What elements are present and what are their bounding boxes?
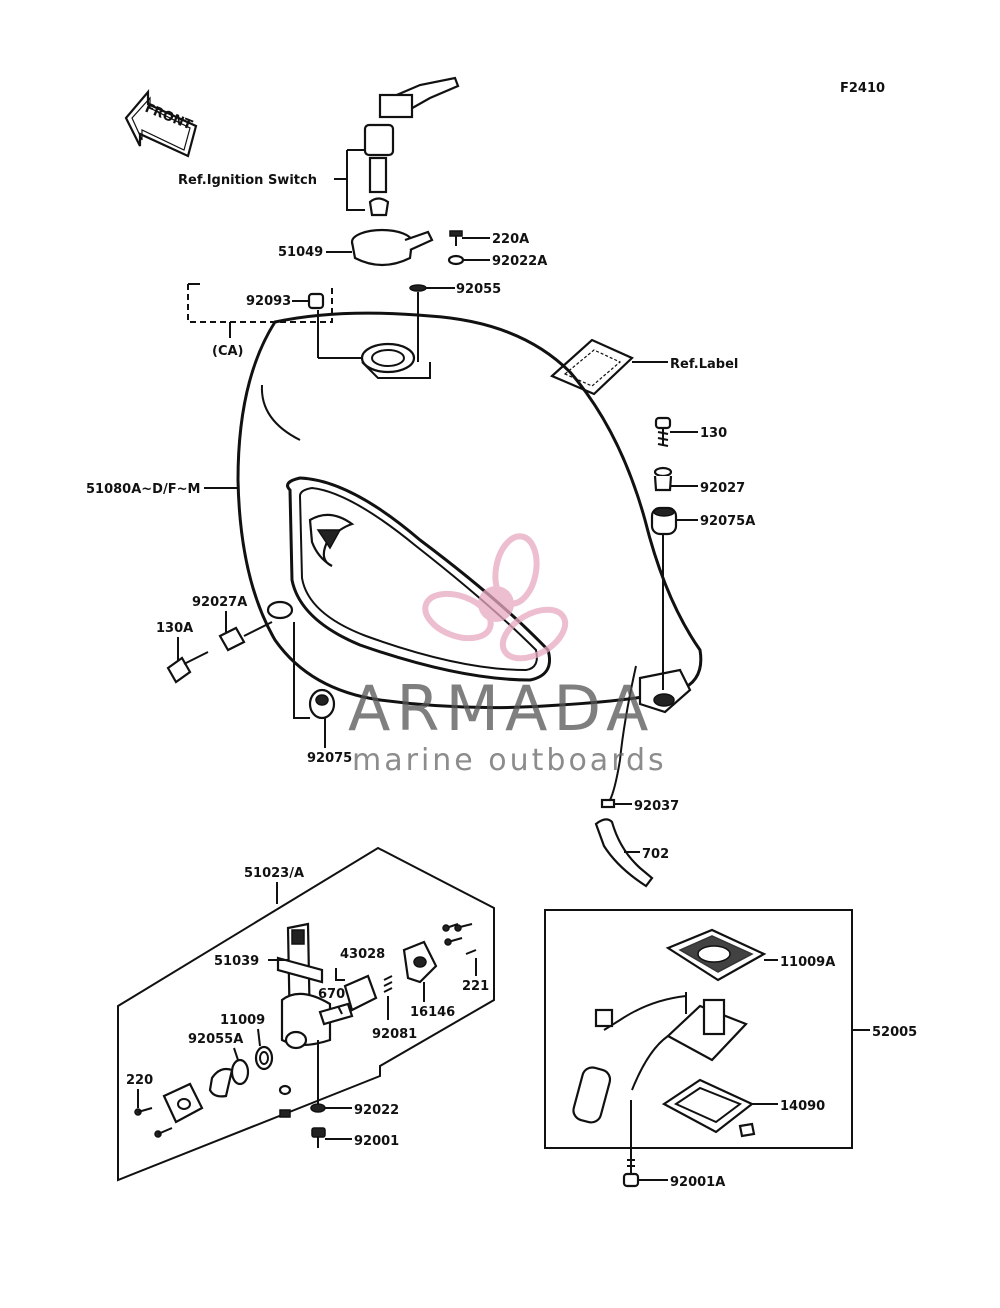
small-parts-icon [278, 1084, 292, 1118]
gasket-11009-icon [254, 1045, 274, 1071]
spring-92081-icon [383, 975, 393, 993]
label-92093: 92093 [246, 294, 291, 309]
damper-92075A-icon [650, 506, 678, 536]
label-51049: 51049 [278, 245, 323, 260]
label-52005: 52005 [872, 1025, 917, 1040]
fuel-sender-icon [572, 992, 748, 1124]
bolt-92001-icon [311, 1127, 326, 1148]
watermark-tagline: marine outboards [352, 743, 667, 778]
front-arrow-icon: FRONT [124, 88, 198, 158]
label-ca: (CA) [212, 344, 243, 359]
label-702: 702 [642, 847, 669, 862]
ref-ignition-label: Ref.Ignition Switch [178, 173, 317, 188]
label-92022: 92022 [354, 1103, 399, 1118]
label-43028: 43028 [340, 947, 385, 962]
screw-220A-icon [449, 230, 463, 246]
oring-92055-icon [409, 284, 427, 292]
filter-icon [162, 1067, 234, 1124]
screws-221-icon [442, 923, 477, 955]
label-92027A: 92027A [192, 595, 247, 610]
label-14090: 14090 [780, 1099, 825, 1114]
gasket-11009A-icon [665, 928, 767, 982]
ref-label-label: Ref.Label [670, 357, 738, 372]
gasket-14090-icon [661, 1078, 756, 1138]
ignition-key-icon [346, 76, 460, 217]
label-92081: 92081 [372, 1027, 417, 1042]
oring-92055A-icon [230, 1058, 250, 1086]
washer-92022A-icon [447, 254, 465, 266]
fuel-tank-icon [236, 311, 703, 714]
fuel-cap-icon [350, 228, 434, 267]
clamp-92037-icon [600, 798, 616, 809]
watermark-logo-icon [422, 533, 569, 662]
label-221: 221 [462, 979, 489, 994]
label-92075: 92075 [307, 751, 352, 766]
label-92055A: 92055A [188, 1032, 243, 1047]
collar-92027-icon [653, 466, 673, 492]
fuel-cock-box [117, 846, 495, 1182]
label-51080: 51080A~D/F~M [86, 482, 200, 497]
label-51039: 51039 [214, 954, 259, 969]
label-92001: 92001 [354, 1134, 399, 1149]
label-51023: 51023/A [244, 866, 304, 881]
collar-92027A-icon [218, 626, 246, 652]
lever-43028-icon [343, 974, 378, 1012]
washer-92022-icon [310, 1103, 326, 1113]
label-92075A: 92075A [700, 514, 755, 529]
bolt-130A-icon [166, 651, 209, 684]
label-220A: 220A [492, 232, 529, 247]
fuel-cock-icon [276, 922, 354, 1050]
damper-92075-icon [308, 688, 336, 720]
label-92001A: 92001A [670, 1175, 725, 1190]
label-92027: 92027 [700, 481, 745, 496]
label-16146: 16146 [410, 1005, 455, 1020]
label-11009A: 11009A [780, 955, 835, 970]
label-92055: 92055 [456, 282, 501, 297]
plug-92093-icon [307, 292, 325, 310]
label-92022A: 92022A [492, 254, 547, 269]
label-130: 130 [700, 426, 727, 441]
label-11009: 11009 [220, 1013, 265, 1028]
label-130A: 130A [156, 621, 193, 636]
label-220: 220 [126, 1073, 153, 1088]
figure-code: F2410 [840, 81, 885, 96]
watermark-brand: ARMADA [348, 672, 654, 745]
screws-220-icon [134, 1107, 173, 1138]
bolt-130-icon [654, 416, 672, 447]
label-plate-icon [549, 338, 634, 396]
label-670: 670 [318, 987, 345, 1002]
plate-16146-icon [402, 940, 438, 984]
label-92037: 92037 [634, 799, 679, 814]
